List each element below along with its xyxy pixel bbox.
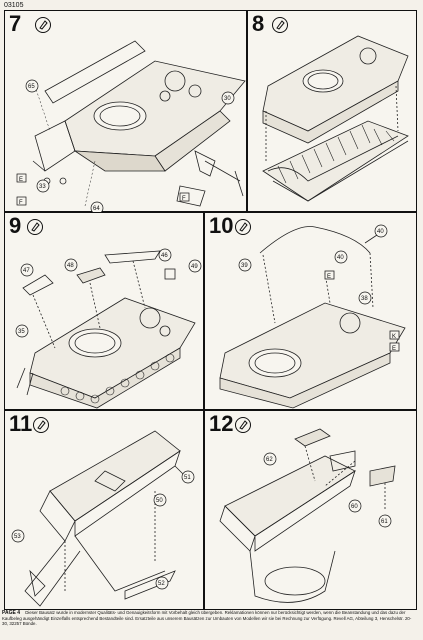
step-number: 7 [9,11,22,36]
page-number: PAGE 4 [2,610,20,616]
part-label: 60 [351,504,358,510]
part-label: 50 [156,498,163,504]
step-9-panel: 47 48 46 49 35 9 [4,212,204,410]
part-label: 30 [224,96,231,102]
step-number: 11 [9,411,33,436]
marker-label: F [19,200,23,206]
step-12-illustration: 62 60 61 [219,428,396,603]
step-9-illustration: 47 48 46 49 35 [15,248,202,409]
step-12-panel: 62 60 61 12 [204,410,417,610]
step-10-panel: 40 39 38 40 E K E 10 [204,212,417,410]
part-label: 49 [191,264,198,270]
part-label: 40 [377,229,384,235]
step-number: 10 [209,213,234,238]
marker-label: F [182,196,186,202]
step-8-illustration [262,35,409,202]
step-10-illustration: 40 39 38 40 E K E [219,224,406,409]
part-label: 38 [361,296,368,302]
part-label: 53 [14,534,21,540]
step-11-panel: 51 50 53 52 11 [4,410,204,610]
glue-icon [27,219,43,235]
product-code: 03105 [4,2,24,9]
glue-icon [235,219,251,235]
marker-label: E [19,177,23,183]
part-label: 47 [23,268,30,274]
part-label: 61 [381,519,388,525]
step-8-panel: 8 [247,10,417,212]
step-7-panel: 65 30 33 64 E F F 7 [4,10,247,213]
marker-label: E [327,274,331,280]
part-label: 65 [28,84,35,90]
part-label: 33 [39,184,46,190]
marker-label: E [392,346,396,352]
glue-icon [33,417,49,433]
part-label: 62 [266,457,273,463]
part-label: 46 [161,253,168,259]
part-label: 52 [158,581,165,587]
step-number: 8 [252,11,265,36]
part-label: 40 [337,255,344,261]
glue-icon [235,417,251,433]
footer: PAGE 4 Dieser Bausatz wurde in modernste… [2,610,417,627]
legal-text: Dieser Bausatz wurde in modernster Quali… [2,610,412,627]
marker-label: K [392,334,396,340]
step-7-illustration: 65 30 33 64 E F F [16,40,246,213]
glue-icon [272,17,288,33]
step-number: 12 [209,411,234,436]
glue-icon [35,17,51,33]
part-label: 35 [18,329,25,335]
step-number: 9 [9,213,22,238]
part-label: 48 [67,263,74,269]
step-11-illustration: 51 50 53 52 [11,430,195,607]
part-label: 64 [93,206,100,212]
part-label: 51 [184,475,191,481]
part-label: 39 [241,263,248,269]
